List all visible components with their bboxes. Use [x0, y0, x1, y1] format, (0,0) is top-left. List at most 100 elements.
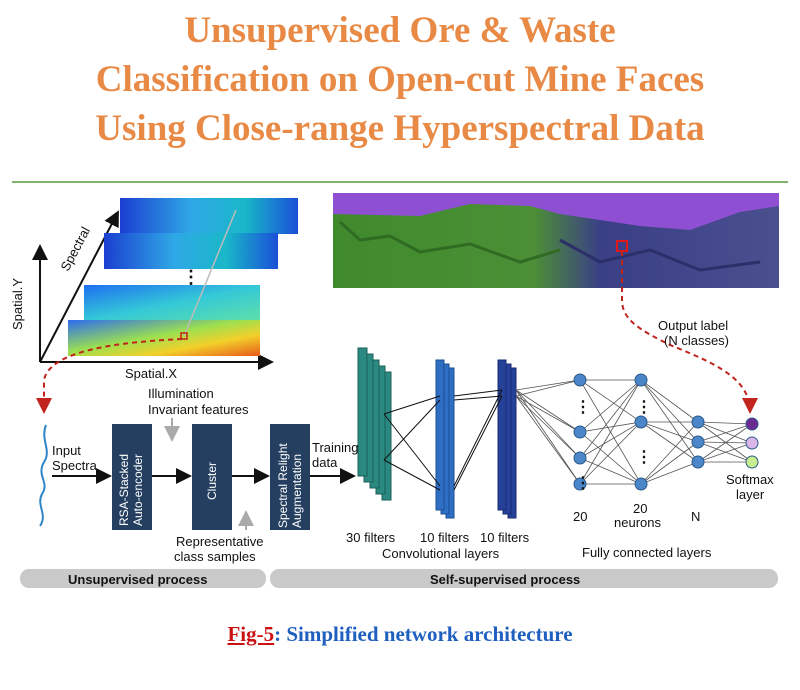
fc-connection-line: [640, 379, 699, 423]
fc-20-label: 20: [573, 509, 587, 524]
relight-augmentation-label: Spectral Relight Augmentation: [276, 440, 304, 528]
softmax-label: Softmax layer: [726, 472, 777, 502]
title-line-3: Using Close-range Hyperspectral Data: [95, 108, 705, 149]
output-to-mine-arrow: [621, 251, 758, 414]
pixel-to-spectra-arrow: [36, 338, 183, 414]
title-line-2: Classification on Open-cut Mine Faces: [95, 59, 705, 100]
fc-connection-line: [579, 379, 642, 423]
conv-layer-10-filters-b: [497, 359, 517, 519]
filters-30-label: 30 filters: [346, 530, 396, 545]
fc-n-label: N: [691, 509, 700, 524]
self-supervised-process-bar: [270, 569, 778, 588]
fc1-ellipsis-icon: ⋮: [575, 399, 591, 416]
filters-10b-label: 10 filters: [480, 530, 530, 545]
cluster-box: [192, 424, 232, 530]
fc-layers-label: Fully connected layers: [582, 545, 712, 560]
pixel-marker-icon: [180, 332, 188, 340]
fc2-neuron: [634, 415, 648, 429]
fc-connection-line: [515, 389, 581, 459]
fc3-neuron: [691, 435, 705, 449]
fc-20-neurons-label: 20 neurons: [614, 501, 661, 530]
fc1-neuron: [573, 477, 587, 491]
mine-face-image: [333, 193, 779, 288]
filters-10a-label: 10 filters: [420, 530, 470, 545]
fc-connection-line: [697, 442, 753, 463]
training-data-label: Training data: [312, 440, 362, 470]
conv-layers-label: Convolutional layers: [382, 546, 500, 561]
fc-connection-line: [697, 441, 753, 444]
fc1-neuron: [573, 451, 587, 465]
fc3-neuron: [691, 415, 705, 429]
conv-layer-10-filters-a: [435, 359, 455, 519]
fc-connection-line: [579, 421, 642, 433]
fc-connection-line: [640, 441, 699, 485]
fc2-neuron: [634, 477, 648, 491]
fc-connection-line: [640, 421, 699, 485]
output-neuron-3: [745, 455, 759, 469]
relight-augmentation-box: [270, 424, 310, 530]
fc-connection-line: [579, 431, 642, 485]
fc-connection-line: [697, 421, 753, 425]
conv-connections: [383, 389, 503, 491]
unsupervised-process-bar: [20, 569, 266, 588]
fc-connection-line: [515, 379, 581, 391]
fc3-neuron: [691, 455, 705, 469]
fc-connection-line: [640, 461, 699, 485]
band-image-4: [68, 320, 260, 356]
fc-connection-line: [640, 421, 699, 443]
band-image-2: [104, 233, 278, 269]
representative-samples-label: Representative class samples: [174, 534, 267, 564]
fc2-ellipsis-icon: ⋮: [636, 399, 652, 416]
fc-connection-line: [515, 389, 581, 433]
fc-connection-line: [579, 421, 642, 459]
fc-neurons: [573, 373, 759, 491]
fc-connection-line: [640, 379, 699, 463]
band-ellipsis-icon: ⋮: [182, 267, 200, 287]
conv-layer-30-filters: [357, 347, 392, 501]
fc2-neuron: [634, 373, 648, 387]
rsa-autoencoder-label: RSA-Stacked Auto-encoder: [117, 451, 145, 526]
fc-connection-line: [515, 389, 581, 485]
fc-connection-line: [640, 421, 699, 463]
fc-connection-line: [697, 423, 753, 443]
fc-connections: [515, 379, 753, 485]
fc-connection-line: [697, 421, 753, 463]
title-divider: [12, 181, 788, 183]
fc1-neuron: [573, 425, 587, 439]
fc-connection-line: [515, 379, 581, 397]
fc-connection-line: [579, 421, 642, 485]
self-supervised-process-label: Self-supervised process: [430, 572, 580, 587]
figure-caption: Fig-5: Simplified network architecture: [0, 622, 800, 647]
fc1-neuron: [573, 373, 587, 387]
fc-connection-line: [579, 379, 642, 485]
band-image-1: [120, 198, 298, 234]
title-line-1: Unsupervised Ore & Waste: [184, 10, 616, 51]
fc1-ellipsis2-icon: ⋮: [575, 475, 591, 492]
cluster-label: Cluster: [205, 462, 219, 500]
illumination-features-label: Illumination Invariant features: [148, 386, 249, 417]
fc-connection-line: [640, 379, 699, 443]
band-image-3: [84, 285, 260, 321]
output-neuron-1: [745, 417, 759, 431]
output-label-text: Output label (N classes): [658, 318, 732, 348]
fc-connection-line: [515, 395, 581, 485]
rsa-autoencoder-box: [112, 424, 152, 530]
input-spectra-icon: [39, 424, 48, 527]
fc-connection-line: [579, 379, 642, 433]
figure-number: Fig-5: [227, 622, 275, 646]
axis-spatial-y-label: Spatial.Y: [10, 278, 25, 330]
axis-spatial-x-label: Spatial.X: [125, 366, 177, 381]
axis-spectral-label: Spectral: [57, 224, 93, 273]
fc-connection-line: [579, 457, 642, 485]
fc2-ellipsis2-icon: ⋮: [636, 449, 652, 466]
fc-connection-line: [697, 441, 753, 463]
fc-connection-line: [697, 421, 753, 444]
page-title: Unsupervised Ore & Waste Classification …: [0, 6, 800, 153]
fc-connection-line: [579, 379, 642, 459]
output-neuron-2: [745, 436, 759, 450]
input-spectra-label: Input Spectra: [52, 443, 98, 473]
unsupervised-process-label: Unsupervised process: [68, 572, 207, 587]
fc-connection-line: [515, 395, 581, 433]
pixel-spectrum-line: [183, 209, 237, 337]
